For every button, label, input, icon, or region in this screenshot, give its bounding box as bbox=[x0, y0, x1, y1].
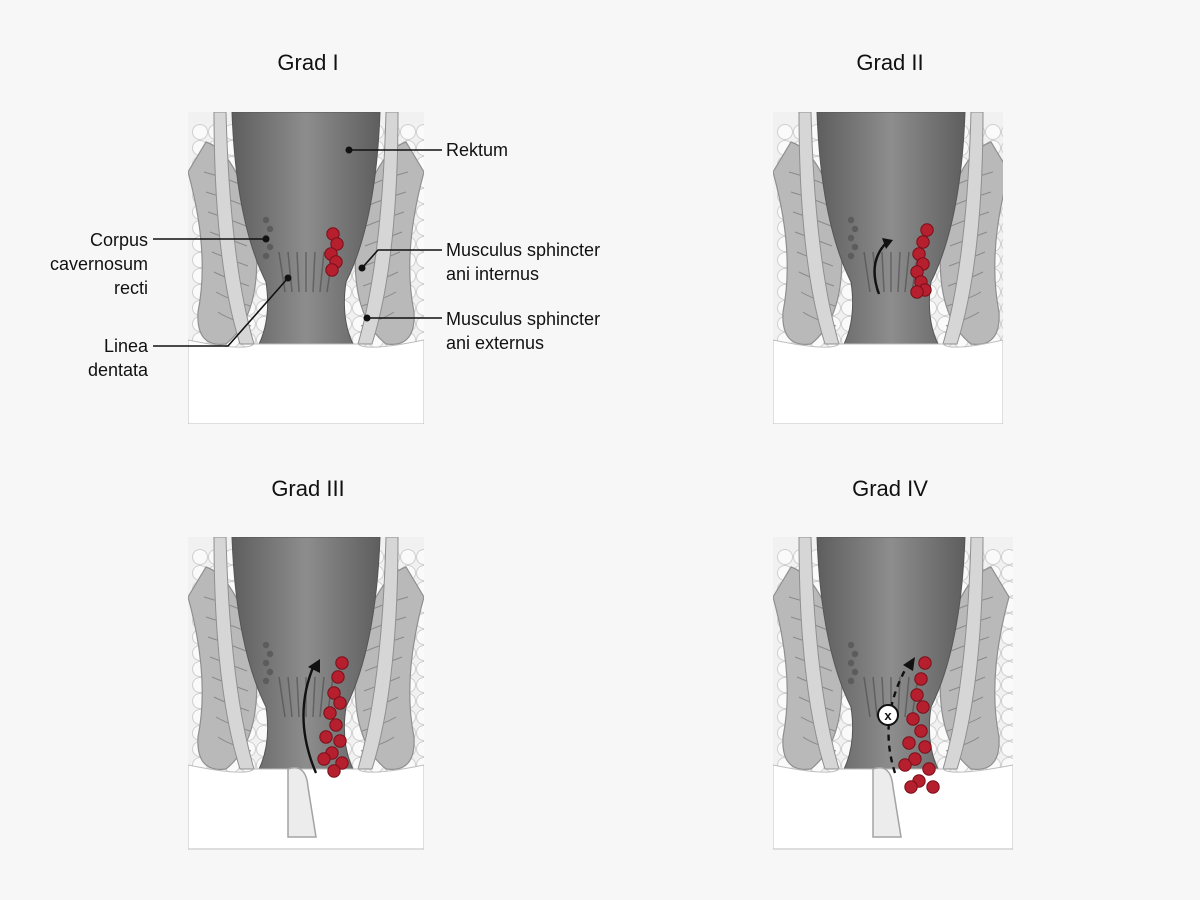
anatomy-illustration-grade-4: x bbox=[773, 537, 1013, 850]
anatomy-illustration-grade-1 bbox=[188, 112, 424, 424]
panel-grade-3 bbox=[188, 537, 424, 850]
hemorrhoid bbox=[898, 656, 940, 794]
label-rektum: Rektum bbox=[446, 140, 509, 160]
grade-2-title: Grad II bbox=[856, 50, 924, 75]
hemorrhoid bbox=[317, 656, 349, 778]
panel-grade-2 bbox=[773, 112, 1003, 424]
anatomy-illustration-grade-3 bbox=[188, 537, 424, 850]
corpus-cavernosum-recti bbox=[847, 216, 859, 260]
reduction-arrow bbox=[873, 241, 888, 295]
blocked-icon bbox=[877, 704, 899, 726]
panel-grade-1 bbox=[188, 112, 424, 424]
arrow-head bbox=[903, 657, 915, 671]
anatomy-illustration-grade-2 bbox=[773, 112, 1003, 424]
grade-1-title: Grad I bbox=[277, 50, 339, 75]
reduction-arrow bbox=[302, 664, 318, 774]
hemorrhoid bbox=[324, 227, 344, 277]
corpus-cavernosum-recti bbox=[262, 216, 274, 260]
arrow-head bbox=[882, 238, 893, 249]
hemorrhoid bbox=[910, 223, 934, 299]
arrow-head bbox=[308, 659, 320, 673]
grade-3-title: Grad III bbox=[271, 476, 345, 501]
skin-surface bbox=[773, 339, 1003, 424]
grade-4-title: Grad IV bbox=[852, 476, 928, 501]
finger-icon bbox=[872, 767, 902, 838]
panel-grade-4: x bbox=[773, 537, 1013, 850]
finger-icon bbox=[287, 767, 317, 838]
blocked-marker: x bbox=[884, 708, 892, 723]
corpus-cavernosum-recti bbox=[262, 641, 274, 685]
skin-surface bbox=[188, 339, 424, 424]
corpus-cavernosum-recti bbox=[847, 641, 859, 685]
